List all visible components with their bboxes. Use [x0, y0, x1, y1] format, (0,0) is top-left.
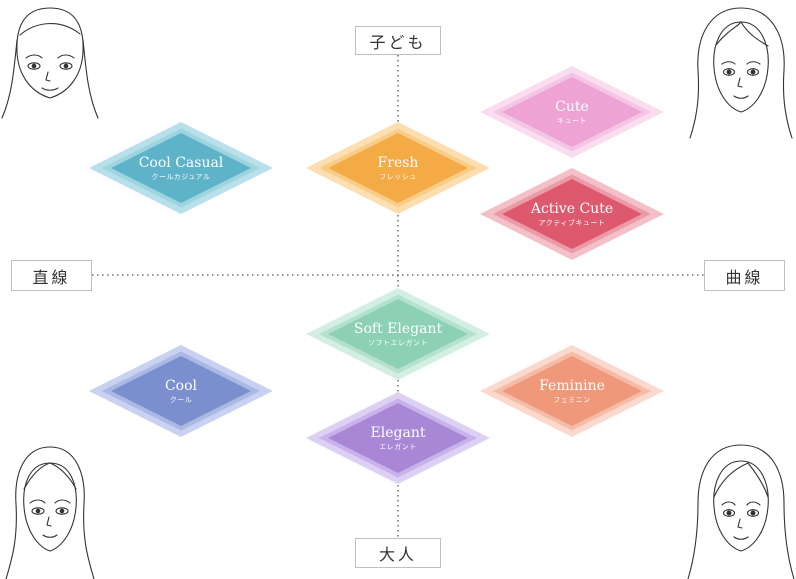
- axis-label-left: 直線: [11, 260, 92, 291]
- axis-label-top: 子ども: [355, 26, 441, 55]
- face-icon: [1, 7, 99, 119]
- diamond-shape: [480, 345, 664, 437]
- diamond-shape: [89, 345, 273, 437]
- diamond-shape: [89, 122, 273, 214]
- face-icon: [689, 7, 793, 139]
- axis-label-bottom: 大人: [355, 538, 441, 568]
- diamond-shape: [306, 288, 490, 380]
- diamond-shape: [480, 66, 664, 158]
- axis-label-right: 曲線: [704, 260, 785, 291]
- diamond-shape: [306, 392, 490, 484]
- diamond-shape: [480, 168, 664, 260]
- face-icon: [5, 446, 95, 579]
- diamond-shape: [306, 122, 490, 214]
- face-icon: [687, 444, 795, 579]
